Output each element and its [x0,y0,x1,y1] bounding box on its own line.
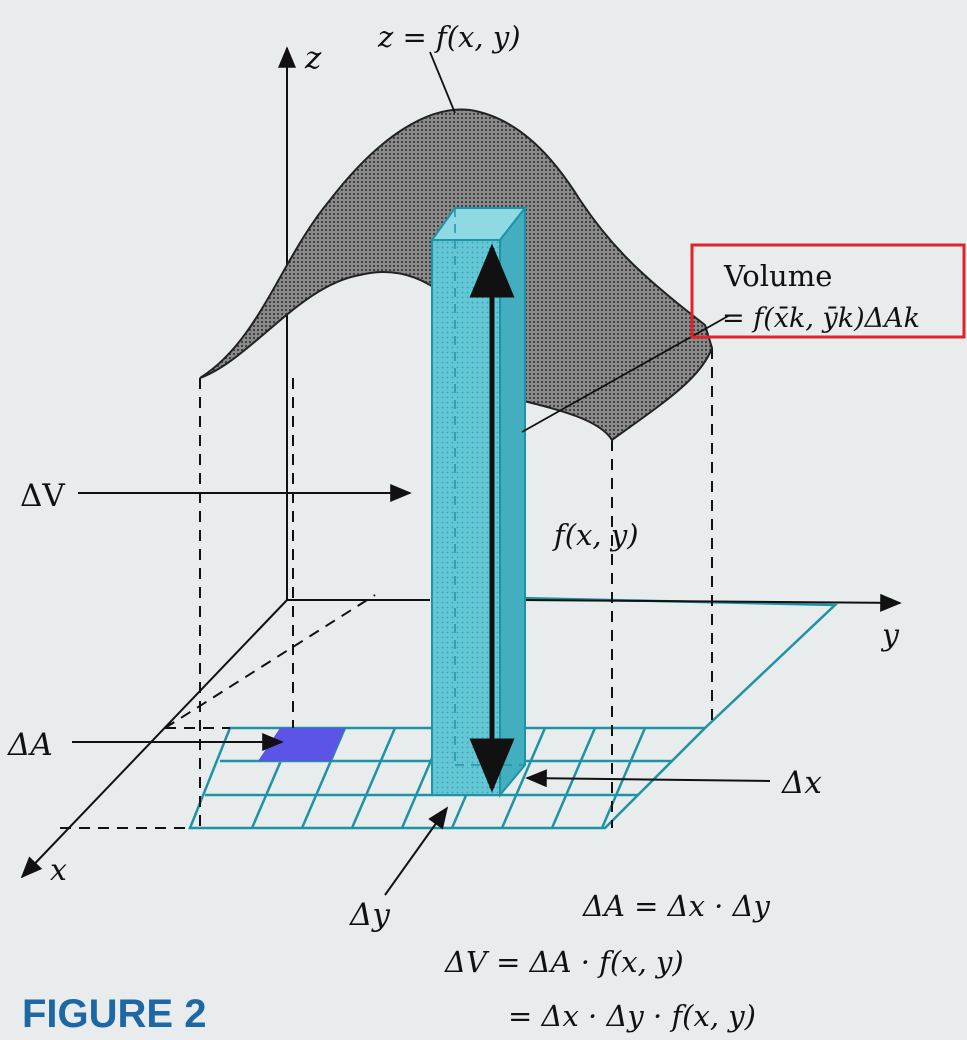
volume-formula: = f(x̄k, ȳk)ΔAk [722,303,920,334]
delta-x-label: Δx [781,765,822,801]
x-axis [20,599,288,879]
delta-a-label: ΔA [7,727,53,763]
figure-label: FIGURE 2 [22,992,206,1036]
volume-column [430,205,528,798]
y-axis-label: y [880,618,900,653]
grid-col-line [600,727,647,829]
equation-area: ΔA = Δx · Δy [582,889,771,923]
x-axis-label: x [50,853,67,888]
f-xy-label: f(x, y) [552,518,639,552]
delta-a-cell [258,728,345,761]
delta-y-label: Δy [349,897,390,933]
axes [20,46,902,879]
equation-volume-1: ΔV = ΔA · f(x, y) [444,945,684,979]
y-axis-extension [519,593,902,612]
volume-title: Volume [723,259,832,293]
z-axis-label: z [304,40,322,76]
volume-leader [521,314,731,433]
base-region-outline [188,726,709,830]
surface-label: z = f(x, y) [377,20,521,54]
delta-x-arrow [525,769,771,788]
equation-volume-2: = Δx · Δy · f(x, y) [508,999,756,1033]
projection-lines [60,348,713,829]
region-boundary-curve [519,596,839,729]
delta-y-arrow [384,806,449,896]
volume-callout-box [690,243,966,339]
delta-v-label: ΔV [20,478,65,514]
surface-label-leader [429,51,456,114]
grid-col-line [350,727,397,829]
grid-col-line [500,727,547,829]
